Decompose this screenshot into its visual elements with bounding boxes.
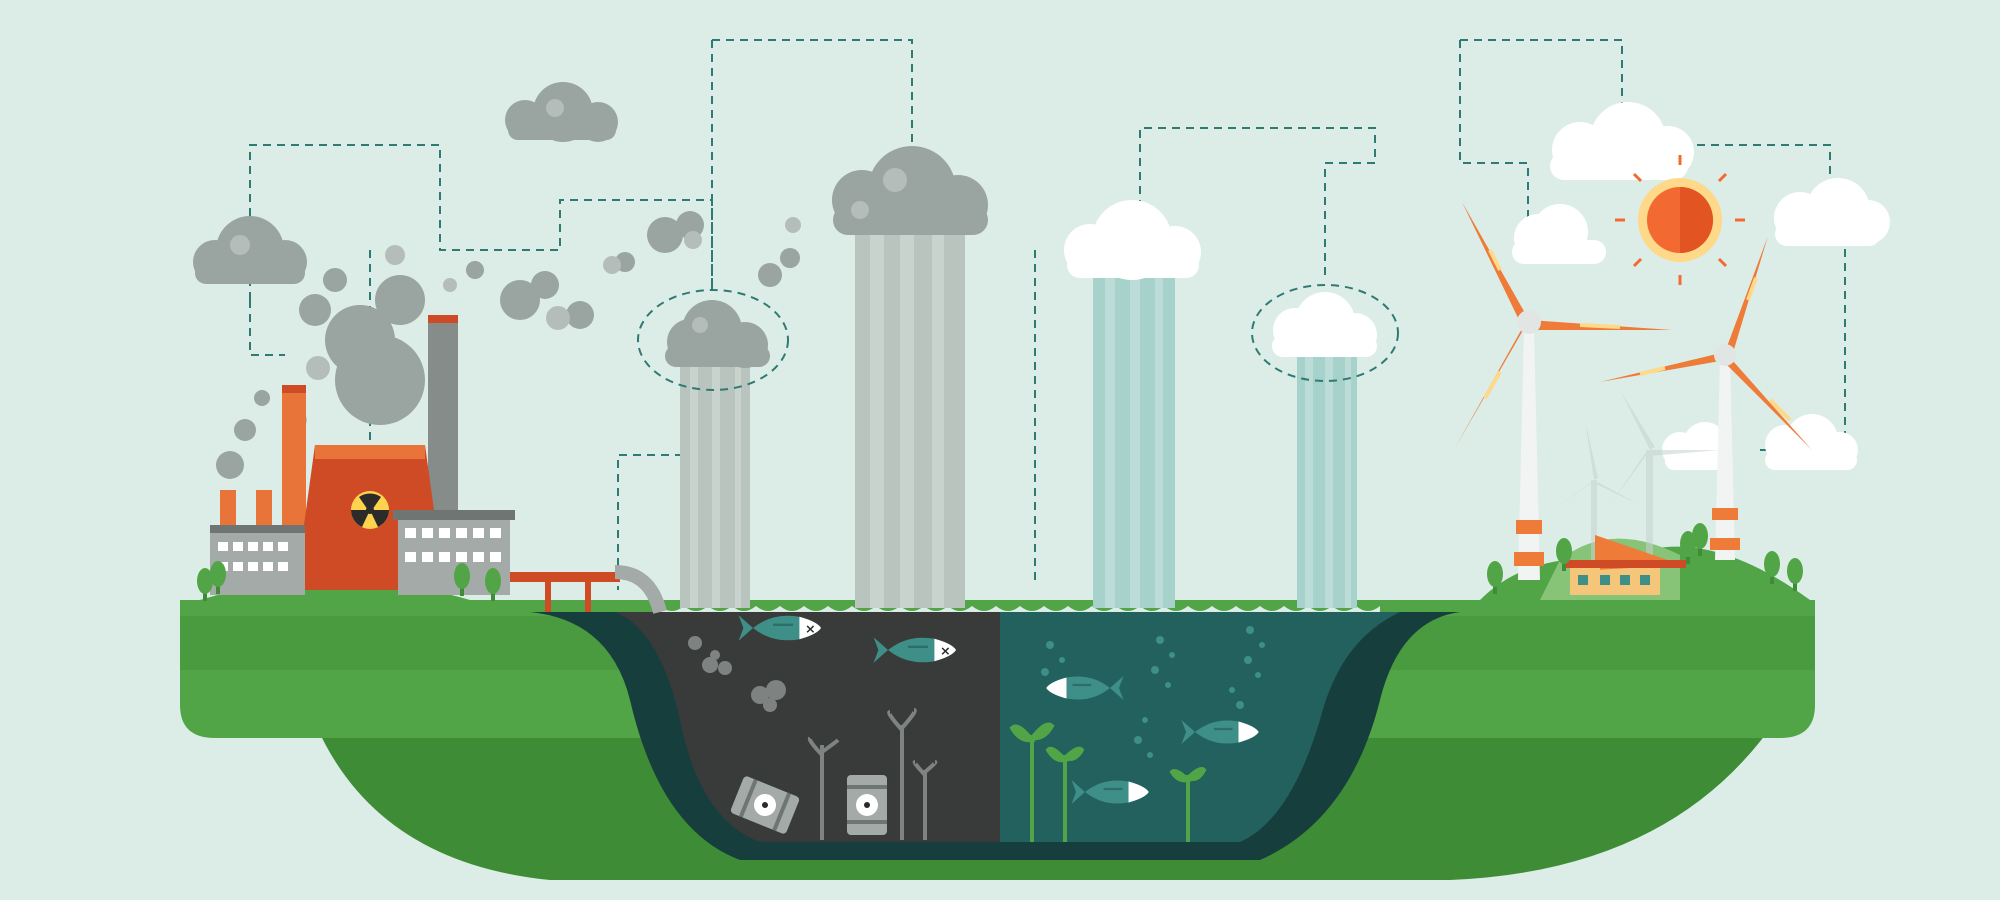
smog-cloud-icon (193, 82, 988, 368)
smokestack-icon (282, 385, 306, 535)
smokestack-icon (428, 315, 458, 515)
dead-fish-icon: × (737, 614, 823, 642)
smoke-puffs (216, 211, 800, 479)
wind-turbine-icon (1455, 202, 1672, 580)
withered-plant-icon (807, 708, 938, 840)
radiation-symbol-icon (351, 491, 389, 529)
acid-rain-icon (680, 225, 965, 608)
house-icon (1566, 535, 1686, 595)
radioactive-barrel-icon (730, 776, 800, 834)
svg-text:×: × (805, 622, 816, 637)
radioactive-barrel-icon (847, 775, 887, 835)
wind-turbine-icon (1552, 390, 1720, 580)
clean-cloud-outline (1251, 284, 1399, 382)
smog-cloud-outline (637, 289, 789, 391)
svg-text:×: × (940, 644, 951, 659)
wind-turbine-icon (1600, 236, 1812, 560)
polluted-water-contents: × × (688, 614, 958, 840)
factory-icon (197, 211, 801, 614)
clean-cloud-icon (1064, 102, 1890, 470)
dead-fish-icon: × (872, 636, 958, 664)
seaweed-icon (1009, 722, 1207, 842)
clean-water-contents (1009, 626, 1265, 842)
clean-rain-icon (1093, 270, 1357, 608)
sun-icon (1615, 155, 1745, 285)
pipe-icon (510, 565, 667, 614)
